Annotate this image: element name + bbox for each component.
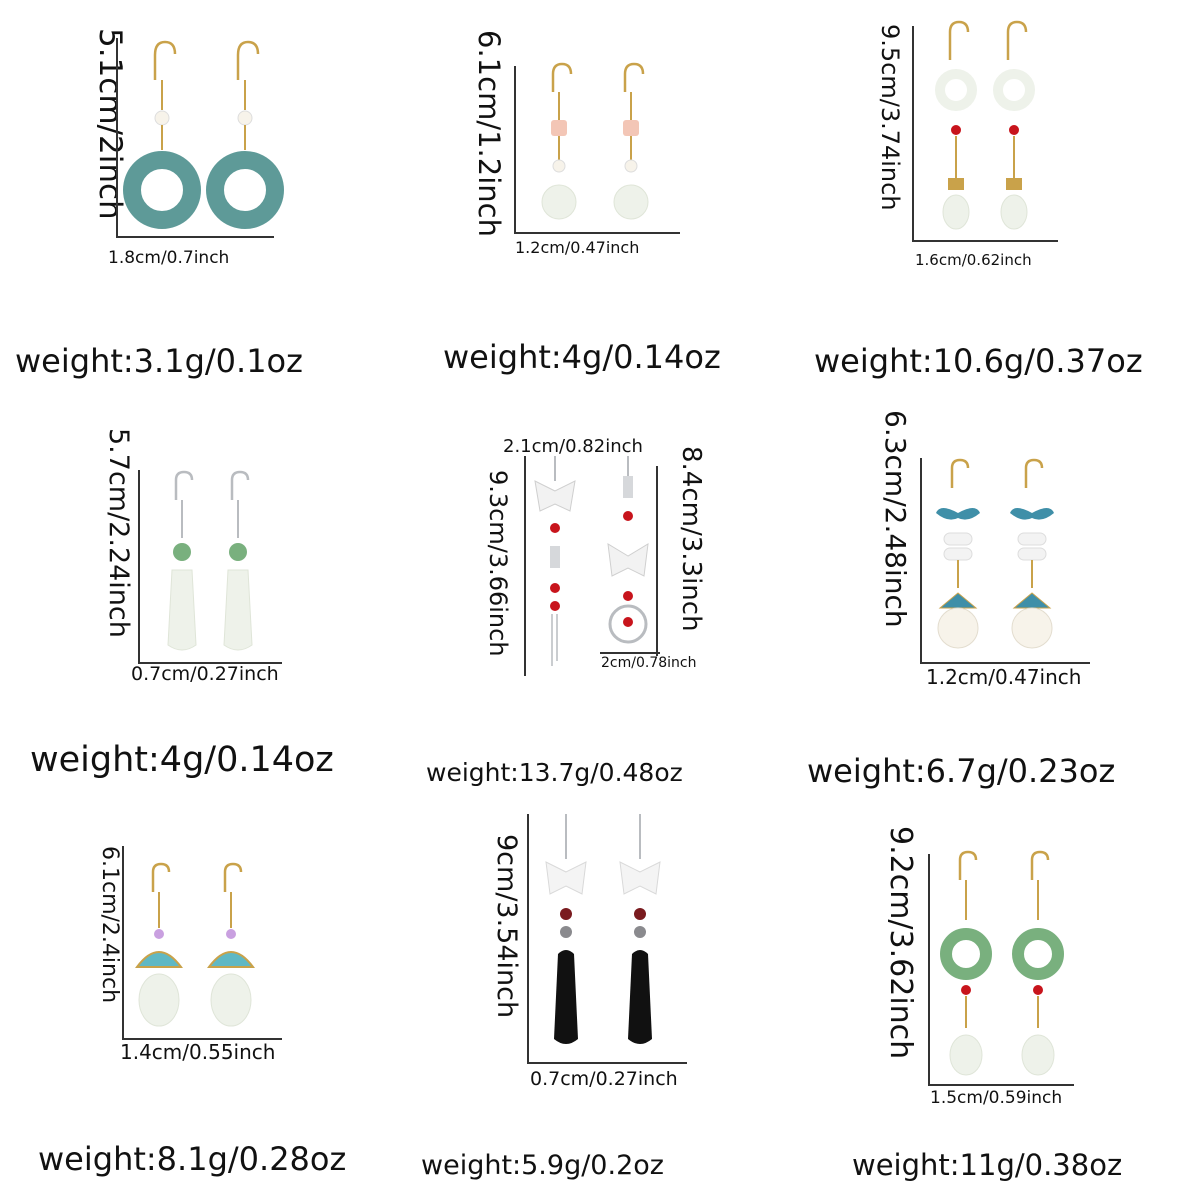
width-label-1: 1.8cm/0.7inch [108, 248, 230, 268]
weight-label-5: weight:13.7g/0.48oz [426, 758, 683, 787]
earring-right-5 [607, 456, 649, 644]
width-label-5b: 2cm/0.78inch [601, 655, 697, 671]
height-label-4: 5.7cm/2.24inch [103, 428, 134, 638]
earring-left-7 [135, 862, 183, 1027]
earring-pair-3 [935, 20, 1035, 230]
height-label-6: 6.3cm/2.48inch [879, 410, 912, 628]
earring-left-4 [167, 470, 197, 651]
width-label-7: 1.4cm/0.55inch [120, 1040, 276, 1064]
width-label-6: 1.2cm/0.47inch [926, 665, 1082, 689]
height-bar-2 [514, 66, 516, 234]
earring-right-6 [1010, 458, 1054, 649]
earring-pair-4 [167, 470, 253, 651]
width-bar-2 [514, 232, 680, 234]
weight-label-2: weight:4g/0.14oz [443, 338, 721, 376]
earring-right-4 [223, 470, 253, 651]
earring-pair-9 [940, 850, 1064, 1076]
width-label-9: 1.5cm/0.59inch [930, 1088, 1063, 1108]
earring-left-6 [936, 458, 980, 649]
width-bar-4 [138, 662, 282, 664]
height-bar-8 [527, 814, 529, 1064]
earring-right-9 [1012, 850, 1064, 1076]
height-label-8: 9cm/3.54inch [491, 834, 522, 1019]
earring-left-5 [534, 456, 576, 666]
earring-left-8 [545, 814, 587, 1044]
earring-right-1 [206, 40, 284, 229]
earring-left-3 [935, 20, 977, 230]
height-bar-9 [928, 854, 930, 1086]
earring-right-3 [993, 20, 1035, 230]
earring-pair-5 [534, 456, 649, 666]
width-bar-6 [920, 662, 1090, 664]
height-label-1: 5.1cm/2inch [92, 28, 128, 220]
weight-label-6: weight:6.7g/0.23oz [807, 752, 1116, 790]
width-bar-7 [122, 1038, 282, 1040]
width-label-4: 0.7cm/0.27inch [131, 663, 279, 685]
weight-label-9: weight:11g/0.38oz [852, 1148, 1123, 1182]
width-label-3: 1.6cm/0.62inch [915, 251, 1032, 269]
weight-label-7: weight:8.1g/0.28oz [38, 1140, 347, 1178]
earring-left-1 [123, 40, 201, 229]
height-bar-6 [920, 458, 922, 664]
earring-right-7 [207, 862, 255, 1027]
earring-pair-8 [545, 814, 661, 1044]
height-label-5: 9.3cm/3.66inch [484, 470, 512, 657]
weight-label-3: weight:10.6g/0.37oz [814, 342, 1143, 380]
earring-pair-2 [541, 62, 649, 220]
height-label-7: 6.1cm/2.4inch [97, 846, 122, 1004]
height-bar-3 [912, 26, 914, 242]
earring-left-9 [940, 850, 992, 1076]
height-label-2: 6.1cm/1.2inch [472, 30, 506, 237]
width-bar-9 [928, 1084, 1074, 1086]
earring-pair-7 [135, 862, 255, 1027]
width-bar-8 [527, 1062, 687, 1064]
width-bar-5b [600, 652, 660, 654]
weight-label-1: weight:3.1g/0.1oz [15, 342, 303, 380]
height-bar-4 [138, 470, 140, 664]
earring-pair-1 [123, 40, 284, 229]
weight-label-4: weight:4g/0.14oz [30, 740, 334, 780]
height-bar-5 [524, 456, 526, 676]
width-bar-3 [912, 240, 1058, 242]
height-label-9: 9.2cm/3.62inch [883, 826, 918, 1060]
height-bar-1 [116, 38, 118, 238]
height-label-5b: 8.4cm/3.3inch [676, 446, 706, 632]
width-bar-1 [116, 236, 274, 238]
width-label-2: 1.2cm/0.47inch [515, 238, 640, 257]
earring-pair-6 [936, 458, 1054, 649]
height-bar-7 [122, 846, 124, 1040]
height-label-3: 9.5cm/3.74inch [876, 24, 904, 211]
height-bar-5b [656, 466, 658, 656]
width-label-8: 0.7cm/0.27inch [530, 1068, 678, 1090]
width-label-5: 2.1cm/0.82inch [503, 436, 643, 457]
weight-label-8: weight:5.9g/0.2oz [421, 1150, 664, 1181]
earring-right-8 [619, 814, 661, 1044]
earring-right-2 [613, 62, 649, 220]
earring-left-2 [541, 62, 577, 220]
